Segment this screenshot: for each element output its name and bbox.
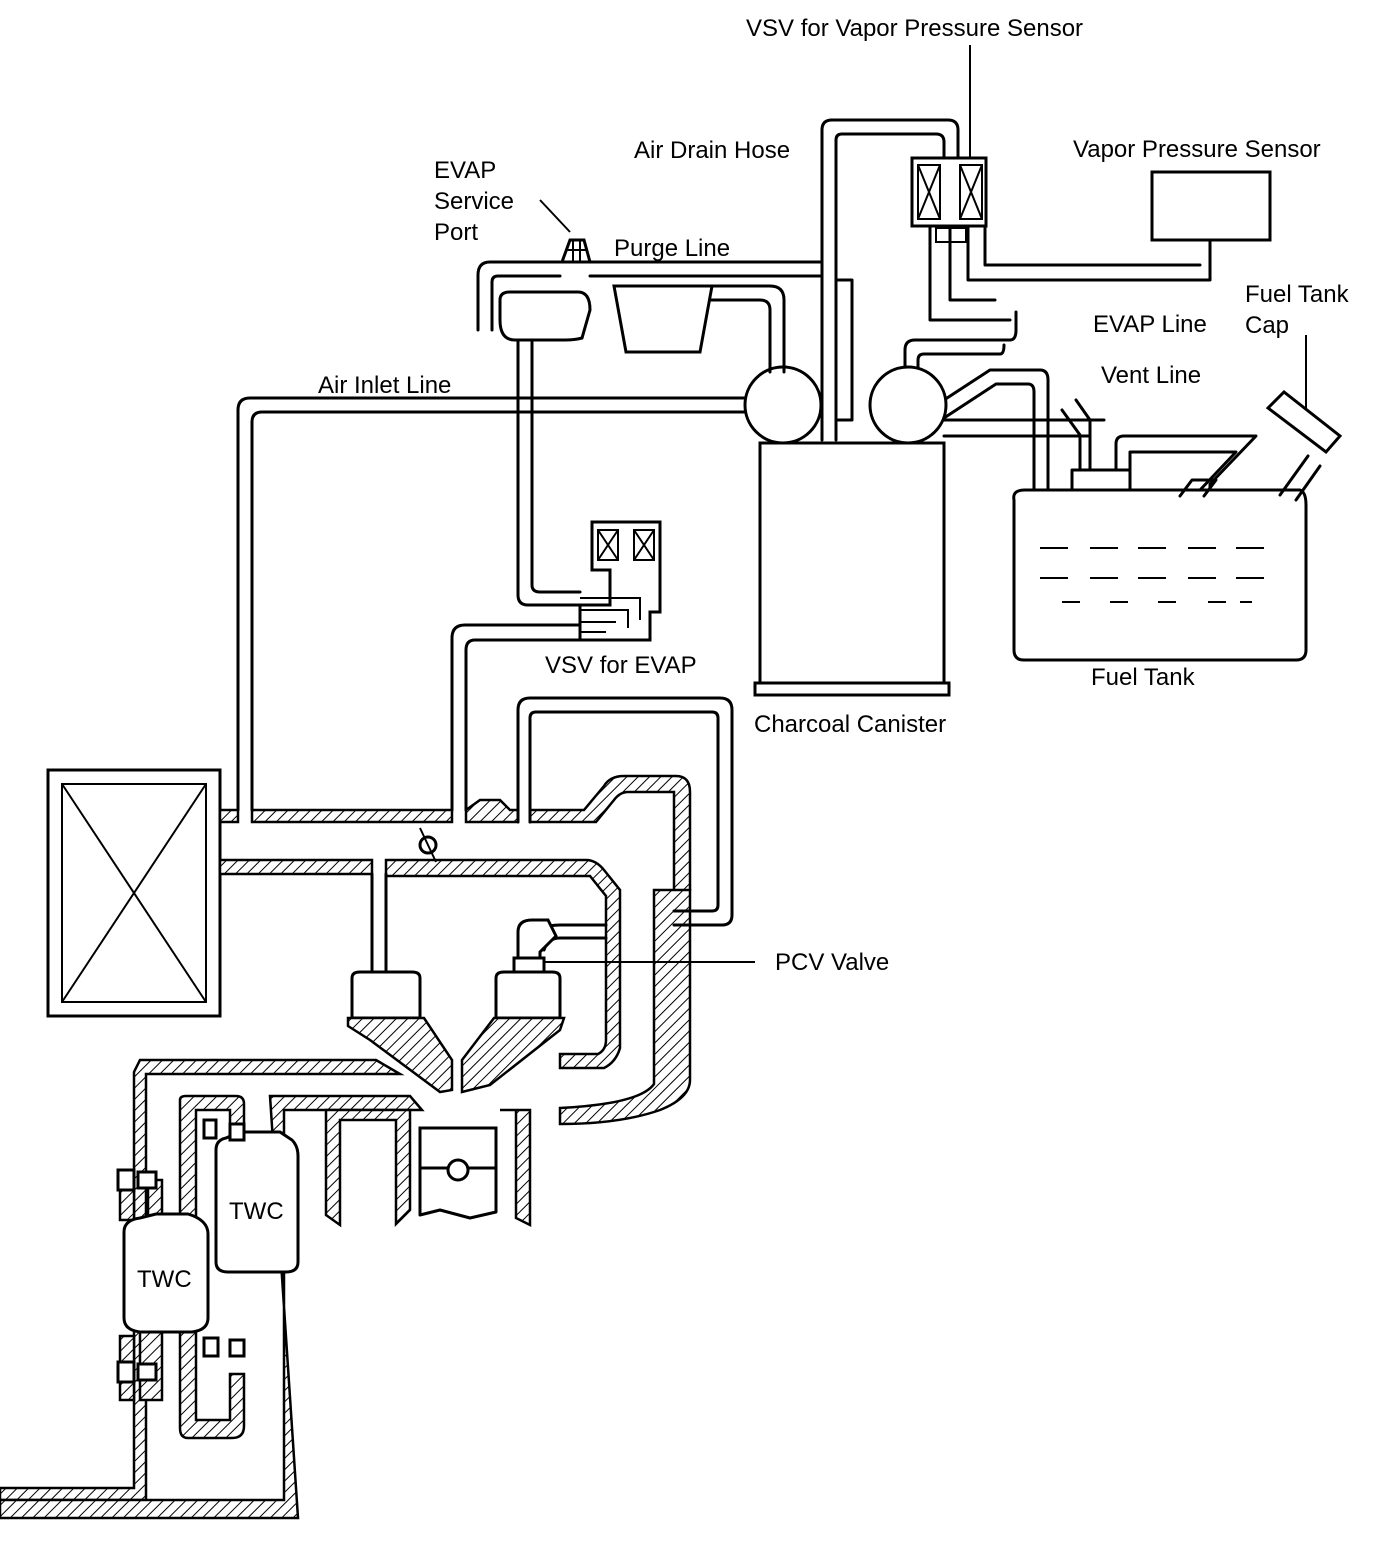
vsv-vapor-pressure-sensor [910, 45, 1212, 322]
label-evap-line: EVAP Line [1093, 311, 1207, 338]
twc-lower [116, 1168, 246, 1384]
purge-line [476, 199, 824, 374]
engine-cylinder [0, 970, 566, 1520]
label-air-drain-hose: Air Drain Hose [634, 137, 790, 164]
air-cleaner [46, 768, 222, 1018]
fuel-tank [1012, 335, 1343, 662]
label-evap-service-port-2: Service [434, 188, 514, 215]
charcoal-canister [753, 418, 1106, 697]
fuel-level-dashes [1040, 547, 1264, 603]
label-fuel-tank-cap-1: Fuel Tank [1245, 281, 1350, 308]
label-vapor-pressure-sensor: Vapor Pressure Sensor [1073, 136, 1321, 163]
label-air-inlet-line: Air Inlet Line [318, 372, 451, 399]
canister-port-left [743, 365, 823, 445]
label-fuel-tank: Fuel Tank [1091, 664, 1196, 691]
label-charcoal-canister: Charcoal Canister [754, 711, 946, 738]
pcv-hose [512, 696, 755, 976]
label-twc-lower: TWC [137, 1266, 192, 1293]
label-pcv-valve: PCV Valve [775, 949, 889, 976]
label-vent-line: Vent Line [1101, 362, 1201, 389]
label-fuel-tank-cap-2: Cap [1245, 312, 1289, 339]
label-purge-line: Purge Line [614, 235, 730, 262]
label-evap-service-port-1: EVAP [434, 157, 496, 184]
vsv-for-evap [450, 520, 662, 812]
canister-pipework [820, 118, 1050, 502]
air-inlet-line [236, 338, 747, 812]
canister-port-right [868, 365, 948, 445]
label-vsv-for-evap: VSV for EVAP [545, 652, 697, 679]
vapor-pressure-sensor [1150, 170, 1272, 242]
label-evap-service-port-3: Port [434, 219, 478, 246]
twc-upper [202, 1118, 300, 1274]
label-vsv-vapor-pressure-sensor: VSV for Vapor Pressure Sensor [746, 15, 1083, 42]
label-twc-upper: TWC [229, 1198, 284, 1225]
intake-manifold [218, 774, 692, 1126]
